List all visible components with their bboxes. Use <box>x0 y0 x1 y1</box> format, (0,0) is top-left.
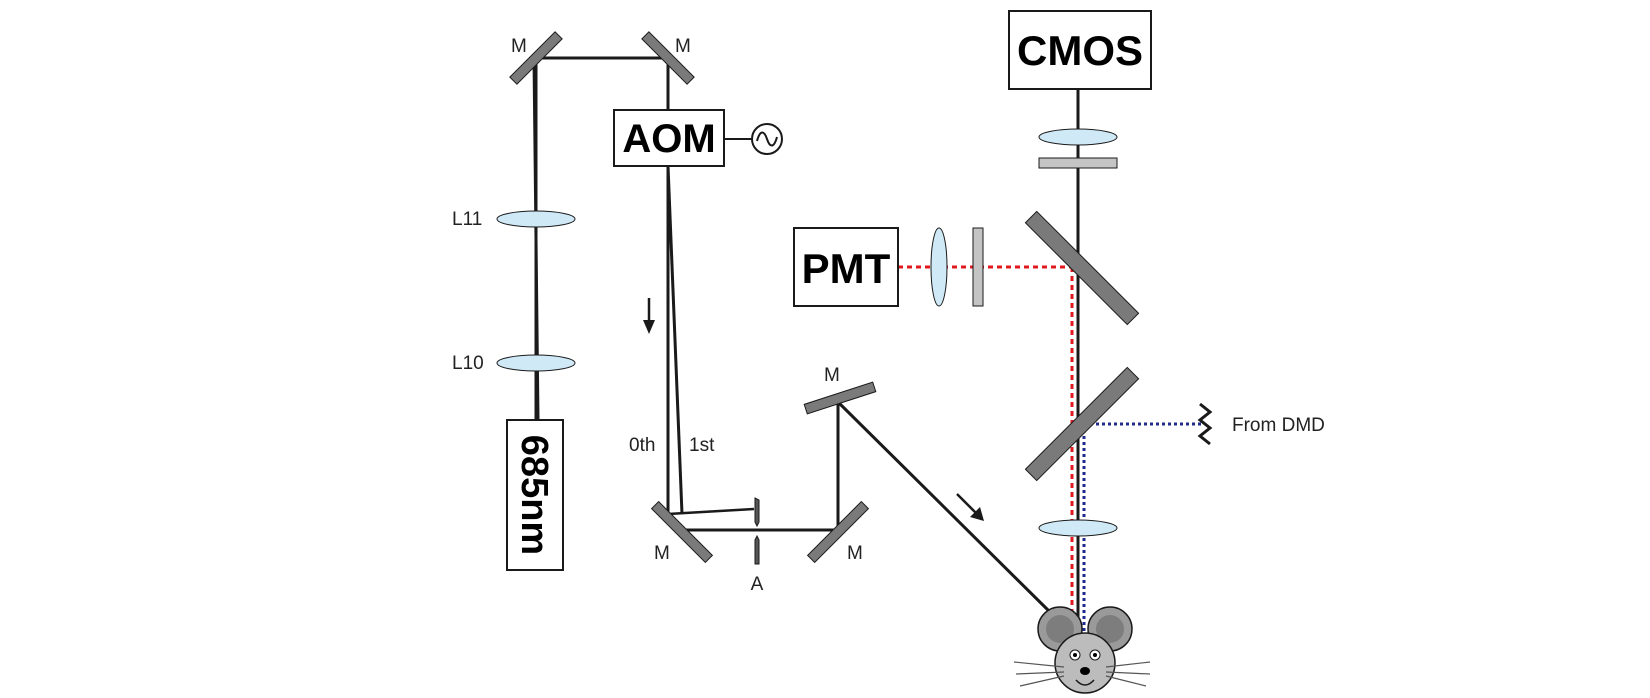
mirror-label-top-right: M <box>675 36 691 57</box>
zeroth-order-label: 0th <box>629 435 655 456</box>
mirror-label-top-left: M <box>511 36 527 57</box>
aom-label: AOM <box>622 117 715 161</box>
aom-unit: AOM <box>613 109 783 167</box>
mirror-bottom-right <box>806 500 870 564</box>
filter-cmos <box>1038 157 1118 169</box>
laser-unit: 685nm <box>506 419 564 571</box>
cmos-label: CMOS <box>1017 27 1143 74</box>
dmd-break-icon <box>1197 402 1213 446</box>
dmd-input: From DMD <box>1197 402 1325 446</box>
mirror-bottom-left <box>650 500 714 564</box>
dichroic-lower <box>1024 366 1140 482</box>
beam-to-sample <box>836 400 1054 616</box>
mirror-label-bottom-left: M <box>654 543 670 564</box>
pmt-box <box>793 227 899 307</box>
pmt-label: PMT <box>802 245 891 292</box>
rf-source-icon <box>751 123 783 155</box>
aom-box <box>613 109 725 167</box>
mouse-icon <box>1013 606 1151 694</box>
mirror-top-right <box>641 31 695 85</box>
lens-l11-label: L11 <box>452 209 482 230</box>
filter-pmt <box>972 227 984 307</box>
aperture-label: A <box>751 574 764 595</box>
component-labels: M M M M M L11 L10 0th 1st <box>452 36 863 564</box>
mirrors <box>509 31 1140 564</box>
pmt-unit: PMT <box>793 227 899 307</box>
lens-cmos <box>1038 128 1118 146</box>
mirror-label-bottom-right: M <box>847 543 863 564</box>
lens-l11 <box>496 210 576 228</box>
aperture-bottom-blade <box>754 534 760 565</box>
lens-pmt <box>930 227 948 307</box>
aperture: A <box>751 497 764 595</box>
lenses <box>496 128 1118 537</box>
arrow-icon <box>956 493 984 521</box>
laser-label: 685nm <box>513 435 555 555</box>
cmos-unit: CMOS <box>1008 10 1152 90</box>
first-order-label: 1st <box>689 435 715 456</box>
from-dmd-label: From DMD <box>1232 415 1325 436</box>
beam-0th-blocked <box>667 507 755 516</box>
lens-l10-label: L10 <box>452 353 484 374</box>
lens-l10 <box>496 354 576 372</box>
filters <box>972 157 1118 307</box>
laser-box <box>506 419 564 571</box>
beam-1st-order <box>666 165 684 515</box>
mirror-upper <box>803 381 877 415</box>
mirror-label-upper: M <box>824 365 840 386</box>
direction-arrows <box>643 298 984 521</box>
mirror-top-left <box>509 31 563 85</box>
lens-objective <box>1038 519 1118 537</box>
aperture-top-blade <box>754 497 760 528</box>
arrow-icon <box>643 298 655 334</box>
cmos-box <box>1008 10 1152 90</box>
dichroic-upper <box>1024 210 1140 326</box>
